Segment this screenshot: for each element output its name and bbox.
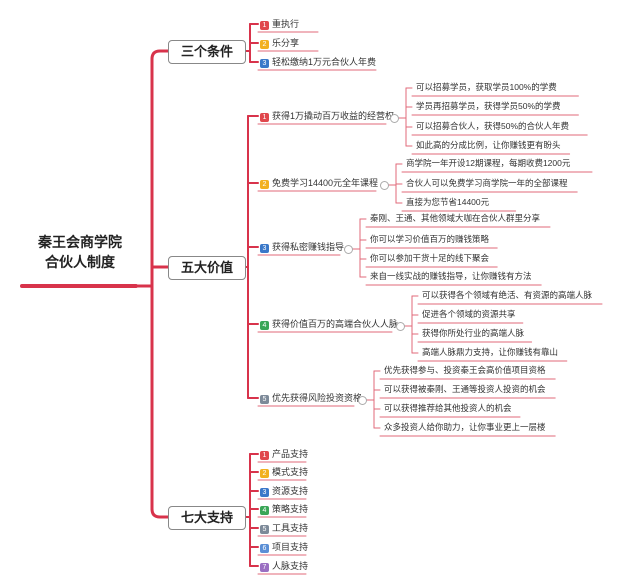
- branch-1-item-0-detail-3: 如此高的分成比例，让你赚钱更有盼头: [416, 140, 561, 150]
- branch-1-item-0-number-badge: 1: [260, 113, 269, 122]
- branch-0-item-0-number-badge: 1: [260, 21, 269, 30]
- branch-1-item-0-label: 获得1万撬动百万收益的经营权: [272, 111, 395, 121]
- branch-1-item-3-label: 获得价值百万的高端合伙人人脉: [272, 319, 399, 329]
- branch-1-item-4-detail-2: 可以获得推荐给其他投资人的机会: [384, 403, 512, 413]
- branch-1-item-1-detail-2: 直接为您节省14400元: [406, 197, 490, 207]
- branch-1-item-2-number-badge: 3: [260, 244, 269, 253]
- branch-0-item-1-label: 乐分享: [272, 38, 300, 48]
- branch-0-item-2-label: 轻松缴纳1万元合伙人年费: [272, 57, 377, 67]
- branch-1-item-1-detail-1: 合伙人可以免费学习商学院一年的全部课程: [406, 178, 568, 188]
- branch-1-item-4-collapse-toggle[interactable]: [358, 396, 367, 405]
- branch-1-item-1-label: 免费学习14400元全年课程: [272, 178, 379, 188]
- root-title-line2: 合伙人制度: [45, 254, 115, 270]
- branch-three-conditions[interactable]: 三个条件: [168, 40, 246, 64]
- root-title-line1: 秦王会商学院: [38, 234, 122, 250]
- branch-1-item-4-detail-1: 可以获得被秦刚、王通等投资人投资的机会: [384, 384, 546, 394]
- branch-1-item-3-detail-2: 获得你所处行业的高端人脉: [422, 328, 525, 338]
- branch-1-item-0-detail-0: 可以招募学员，获取学员100%的学费: [416, 82, 557, 92]
- branch-1-item-2-detail-0: 秦刚、王通、其他领域大咖在合伙人群里分享: [370, 213, 541, 223]
- branch-2-item-3-label: 策略支持: [272, 504, 309, 514]
- branch-1-item-0-collapse-toggle[interactable]: [390, 114, 399, 123]
- branch-1-item-1-number-badge: 2: [260, 180, 269, 189]
- trunk-connector-bottom: [150, 507, 170, 519]
- branch-1-item-0-detail-2: 可以招募合伙人，获得50%的合伙人年费: [416, 121, 570, 131]
- branch-2-item-6-label: 人脉支持: [272, 561, 309, 571]
- branch-1-item-3-detail-3: 高端人脉鼎力支持，让你赚钱有靠山: [422, 347, 559, 357]
- trunk-connector-top: [150, 49, 170, 61]
- branch-seven-supports[interactable]: 七大支持: [168, 506, 246, 530]
- branch-1-item-2-label: 获得私密赚钱指导: [272, 242, 345, 252]
- branch-2-item-4-label: 工具支持: [272, 523, 309, 533]
- root-topic[interactable]: 秦王会商学院 合伙人制度: [22, 232, 138, 272]
- branch-2-item-3-number-badge: 4: [260, 506, 269, 515]
- branch-1-item-3-detail-1: 促进各个领域的资源共享: [422, 309, 516, 319]
- branch-1-item-3-detail-0: 可以获得各个领域有绝活、有资源的高端人脉: [422, 290, 593, 300]
- branch-1-item-2-detail-3: 来自一线实战的赚钱指导，让你赚钱有方法: [370, 271, 532, 281]
- branch-2-item-6-number-badge: 7: [260, 563, 269, 572]
- branch-2-item-5-label: 项目支持: [272, 542, 309, 552]
- branch-2-item-2-number-badge: 3: [260, 488, 269, 497]
- branch-2-item-1-number-badge: 2: [260, 469, 269, 478]
- branch-1-item-3-number-badge: 4: [260, 321, 269, 330]
- branch-1-item-4-detail-3: 众多投资人给你助力，让你事业更上一层楼: [384, 422, 546, 432]
- branch-1-item-4-number-badge: 5: [260, 395, 269, 404]
- branch-0-item-2-number-badge: 3: [260, 59, 269, 68]
- branch-2-item-5-number-badge: 6: [260, 544, 269, 553]
- branch-1-item-2-collapse-toggle[interactable]: [344, 245, 353, 254]
- branch-1-item-1-collapse-toggle[interactable]: [380, 181, 389, 190]
- root-underline: [20, 284, 138, 288]
- branch-five-values[interactable]: 五大价值: [168, 256, 246, 280]
- branch-2-item-4-number-badge: 5: [260, 525, 269, 534]
- branch-1-item-3-collapse-toggle[interactable]: [396, 322, 405, 331]
- branch-2-item-0-label: 产品支持: [272, 449, 309, 459]
- branch-1-item-2-detail-1: 你可以学习价值百万的赚钱策略: [370, 234, 490, 244]
- branch-1-item-2-detail-2: 你可以参加干货十足的线下聚会: [370, 253, 490, 263]
- branch-1-item-0-detail-1: 学员再招募学员，获得学员50%的学费: [416, 101, 561, 111]
- branch-2-item-0-number-badge: 1: [260, 451, 269, 460]
- branch-0-item-1-number-badge: 2: [260, 40, 269, 49]
- branch-2-item-2-label: 资源支持: [272, 486, 309, 496]
- branch-1-item-4-detail-0: 优先获得参与、投资秦王会高价值项目资格: [384, 365, 546, 375]
- branch-2-item-1-label: 模式支持: [272, 467, 309, 477]
- branch-1-item-1-detail-0: 商学院一年开设12期课程，每期收费1200元: [406, 158, 571, 168]
- branch-1-item-4-label: 优先获得风险投资资格: [272, 393, 363, 403]
- branch-0-item-0-label: 重执行: [272, 19, 300, 29]
